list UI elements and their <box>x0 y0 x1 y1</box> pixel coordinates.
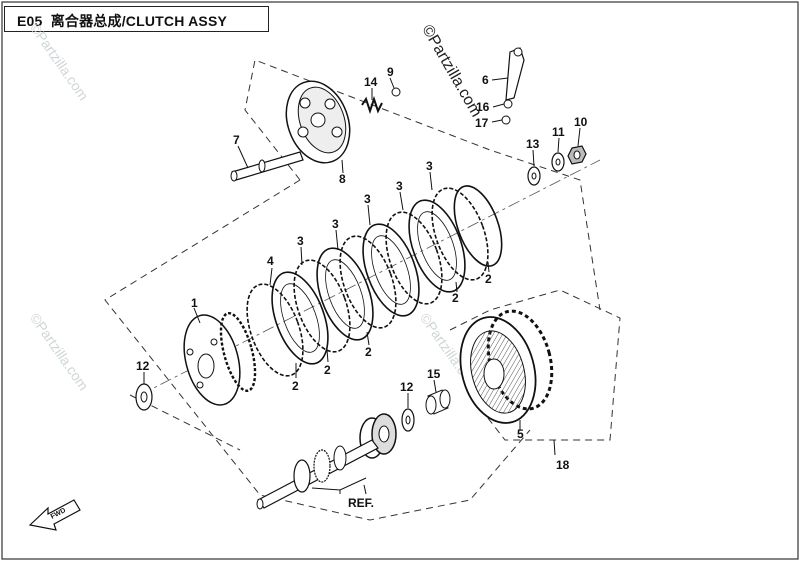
washer-11-part <box>551 137 565 172</box>
thrust-washer-right-part <box>401 393 415 432</box>
ref-label: REF. <box>348 496 374 510</box>
callout-5: 5 <box>517 427 524 441</box>
clutch-housing-part <box>459 309 554 430</box>
release-lifter-part <box>491 47 525 125</box>
callout-10: 10 <box>574 115 588 129</box>
group-outline-link <box>129 394 241 451</box>
callout-3: 3 <box>332 217 339 231</box>
callout-18: 18 <box>556 458 570 472</box>
fwd-arrow-icon <box>28 499 81 531</box>
callout-2: 2 <box>324 363 331 377</box>
spring-bolt-part <box>389 77 401 97</box>
callout-2: 2 <box>292 379 299 393</box>
callout-13: 13 <box>526 137 540 151</box>
callout-3: 3 <box>364 192 371 206</box>
callout-2: 2 <box>452 291 459 305</box>
callout-17: 17 <box>475 116 489 130</box>
callout-9: 9 <box>387 65 394 79</box>
thrust-washer-left-part <box>135 372 153 411</box>
callout-7: 7 <box>233 133 240 147</box>
callout-1: 1 <box>191 296 198 310</box>
callout-3: 3 <box>396 179 403 193</box>
callout-12: 12 <box>400 380 414 394</box>
bushing-part <box>425 379 451 415</box>
callout-3: 3 <box>297 234 304 248</box>
diagram-title-box: E05 离合器总成/CLUTCH ASSY <box>4 6 269 32</box>
diagram-code: E05 <box>17 13 43 29</box>
callout-11: 11 <box>552 125 565 139</box>
callout-14: 14 <box>364 75 378 89</box>
group-outline-lower <box>104 179 531 521</box>
callout-4: 4 <box>267 254 274 268</box>
clutch-hub-part <box>183 307 257 406</box>
diagram-title-label: 离合器总成/CLUTCH ASSY <box>50 13 228 29</box>
leader-lines <box>269 171 556 495</box>
washer-13-part <box>527 149 541 186</box>
callout-3: 3 <box>426 159 433 173</box>
main-shaft-ref <box>256 439 379 510</box>
callout-15: 15 <box>427 367 441 381</box>
clutch-plate-stack <box>246 185 503 377</box>
callout-8: 8 <box>339 172 346 186</box>
group-outline-housing <box>449 289 621 441</box>
callout-12: 12 <box>136 359 150 373</box>
callout-2: 2 <box>365 345 372 359</box>
clutch-spring-part <box>361 88 383 115</box>
push-rod-part <box>230 145 304 182</box>
lock-nut-part <box>567 127 587 165</box>
diagram-title: E05 离合器总成/CLUTCH ASSY <box>17 11 227 31</box>
callout-2: 2 <box>485 272 492 286</box>
callouts: 1 2 2 2 2 2 3 3 3 3 3 4 5 6 7 8 9 10 11 … <box>136 65 588 510</box>
callout-16: 16 <box>476 100 490 114</box>
pressure-plate-part <box>285 80 351 174</box>
callout-6: 6 <box>482 73 489 87</box>
